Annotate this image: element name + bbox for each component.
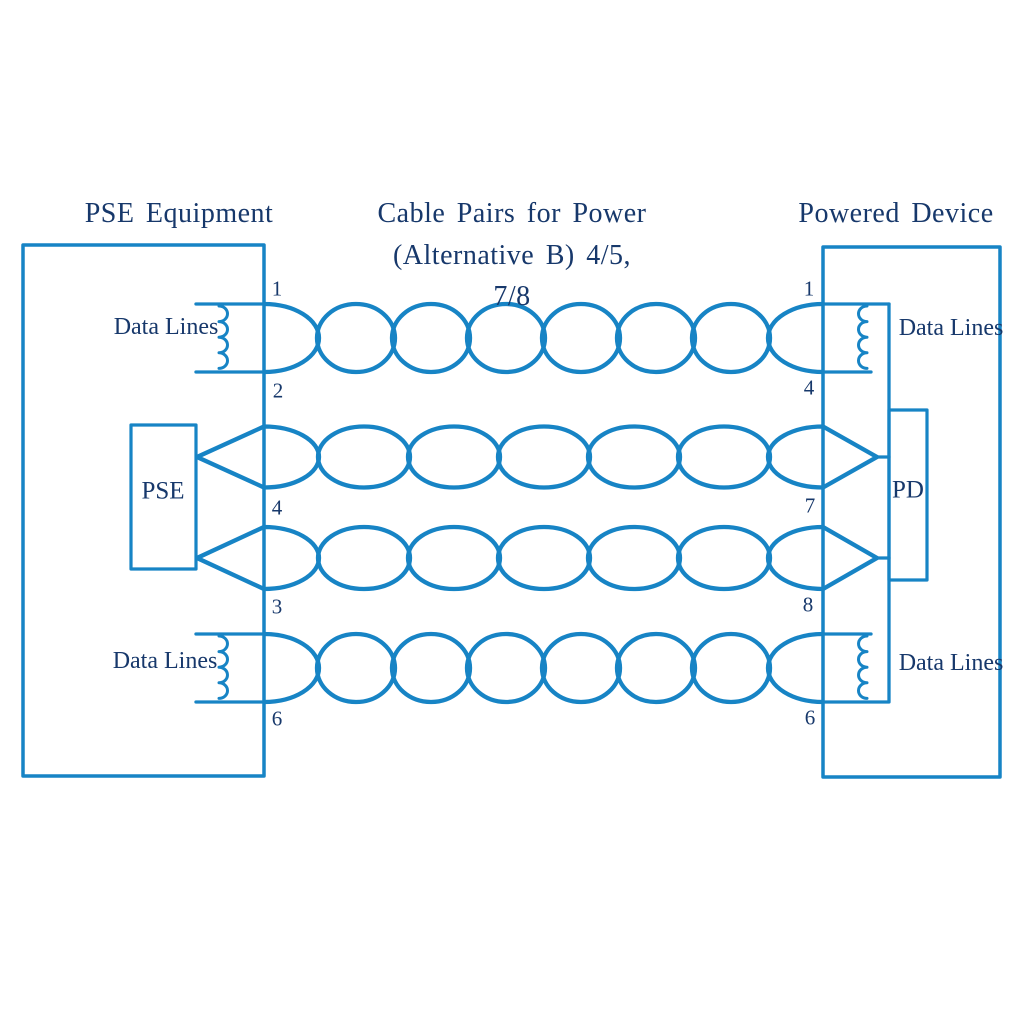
pair3-twist (495, 524, 593, 592)
coil-right-pair1-icon (857, 304, 869, 370)
pair2-twist (585, 424, 683, 490)
pair1-twist (464, 301, 548, 375)
pin-label-right-6: 6 (804, 705, 816, 730)
pair4-left-cap (261, 631, 322, 705)
pair4-twist (389, 631, 473, 705)
powered-device-box (821, 245, 1002, 779)
title-pse-equipment: PSE Equipment (84, 198, 274, 229)
pair4-twist (689, 631, 773, 705)
pin-label-left-3: 3 (271, 594, 283, 619)
twisted-pair-3 (194, 524, 891, 592)
data-lines-label-right-bottom: Data Lines (898, 650, 1004, 676)
twisted-pair-1 (261, 301, 826, 375)
data-lines-label-left-top: Data Lines (113, 314, 219, 340)
pair1-right-cap (765, 301, 826, 375)
pair2-left-cone (194, 424, 322, 490)
pair2-twist (495, 424, 593, 490)
pair4-twist (464, 631, 548, 705)
pair1-stubs (194, 302, 891, 374)
pin-label-right-7: 7 (804, 493, 816, 518)
pair4-twist (314, 631, 398, 705)
pair4-twist (614, 631, 698, 705)
title-cable-pairs-line2: (Alternative B) 4/5, (392, 240, 632, 271)
pair2-right-cone (765, 424, 880, 490)
title-cable-pairs-line3: 7/8 (493, 281, 531, 312)
twisted-pair-2 (194, 424, 891, 490)
data-lines-label-left-bottom: Data Lines (112, 648, 218, 674)
pin-label-right-1: 1 (803, 276, 815, 301)
title-cable-pairs-line1: Cable Pairs for Power (377, 198, 647, 229)
pair1-twist (539, 301, 623, 375)
coil-left-pair4-icon (217, 634, 229, 700)
pair1-twist (614, 301, 698, 375)
pair3-twist (405, 524, 503, 592)
pair3-left-cone (194, 524, 322, 592)
pair3-twist (585, 524, 683, 592)
pair2-twist (315, 424, 413, 490)
pd-chip-label: PD (892, 476, 924, 504)
pair1-twist (389, 301, 473, 375)
pse-chip-box (129, 423, 198, 571)
pin-label-left-1: 1 (271, 276, 283, 301)
pair4-stubs (194, 632, 891, 704)
pair4-twist (539, 631, 623, 705)
twisted-pair-4 (261, 631, 826, 705)
pair3-twist (315, 524, 413, 592)
pin-label-right-8: 8 (802, 592, 814, 617)
pin-label-right-4: 4 (803, 375, 815, 400)
coil-left-pair1-icon (217, 304, 229, 370)
pair3-twist (675, 524, 773, 592)
pse-equipment-box (21, 243, 266, 778)
pin-label-left-2: 2 (272, 378, 284, 403)
pair2-twist (675, 424, 773, 490)
pair2-twist (405, 424, 503, 490)
data-lines-label-right-top: Data Lines (898, 315, 1004, 341)
pair4-right-cap (765, 631, 826, 705)
pair3-right-cone (765, 524, 880, 592)
pair1-left-cap (261, 301, 322, 375)
pair1-twist (314, 301, 398, 375)
pse-chip-label: PSE (141, 477, 185, 505)
pair1-twist (689, 301, 773, 375)
pin-label-left-4: 4 (271, 495, 283, 520)
pin-label-left-6: 6 (271, 706, 283, 731)
title-powered-device: Powered Device (798, 198, 994, 229)
coil-right-pair4-icon (857, 634, 869, 700)
